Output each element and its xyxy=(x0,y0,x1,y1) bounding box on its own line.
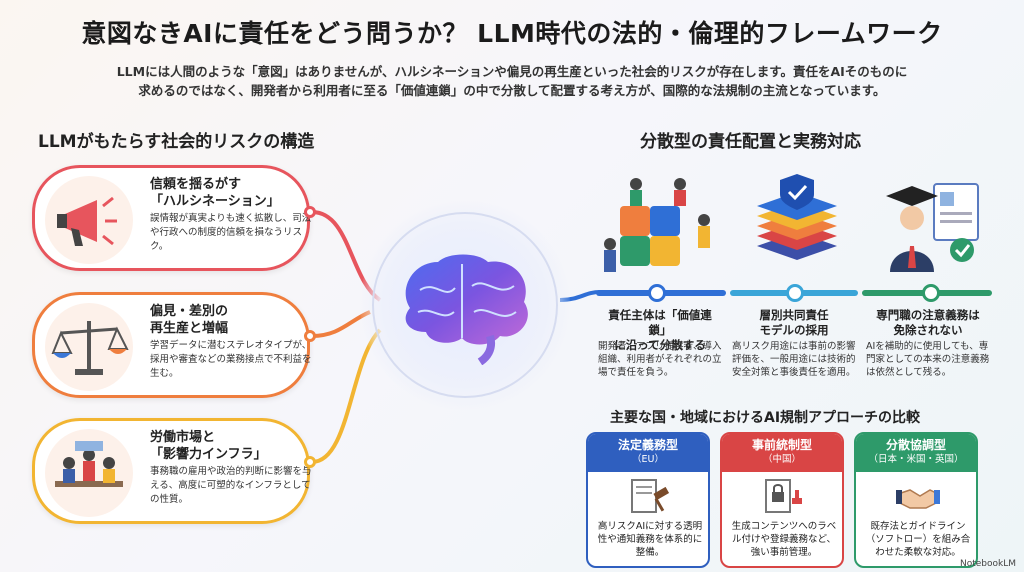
right-item-title: 専門職の注意義務は 免除されない xyxy=(876,308,980,337)
comparison-heading: 主要な国・地域におけるAI規制アプローチの比較 xyxy=(610,410,921,426)
region-description: 高リスクAIに対する透明性や通知義務を体系的に整備。 xyxy=(597,521,703,558)
region-card-header: 法定義務型 （EU） xyxy=(588,434,708,472)
region-card-eu: 法定義務型 （EU） 高リスクAIに対する透明性や通知義務を体系的に整備。 xyxy=(586,432,710,568)
risk-title: 偏見・差別の 再生産と増幅 xyxy=(150,304,229,336)
link-node-icon xyxy=(922,284,940,302)
right-item-description: AIを補助的に使用しても、専門家としての本来の注意義務は依然として残る。 xyxy=(866,341,990,378)
region-card-china: 事前統制型 （中国） 生成コンテンツへのラベル付けや登録義務など、強い事前管理。 xyxy=(720,432,844,568)
intro-line-1: LLMには人間のような「意図」はありませんが、ハルシネーションや偏見の再生産とい… xyxy=(116,64,908,79)
region-name: （EU） xyxy=(632,454,664,465)
risk-description: 事務職の雇用や政治的判断に影響を与える、高度に可塑的なインフラとしての性質。 xyxy=(150,466,312,505)
region-description: 既存法とガイドライン（ソフトロー）を組み合わせた柔軟な対応。 xyxy=(865,521,971,558)
link-node-icon xyxy=(648,284,666,302)
risk-description: 誤情報が真実よりも速く拡散し、司法や行政への制度的信頼を損なうリスク。 xyxy=(150,213,312,252)
right-item-description: 開発者、アプリ提供者、導入組織、利用者がそれぞれの立場で責任を負う。 xyxy=(598,341,722,378)
region-name: （日本・米国・英国） xyxy=(868,454,964,465)
stamp-lock-icon xyxy=(765,479,802,513)
connector-dot xyxy=(304,456,316,468)
intro-line-2: 求めるのではなく、開発者から利用者に至る「価値連鎖」の中で分散して配置する考え方… xyxy=(138,83,886,98)
right-item-description: 高リスク用途には事前の影響評価を、一般用途には技術的安全対策と事後責任を適用。 xyxy=(732,341,856,378)
handshake-icon xyxy=(896,489,940,509)
link-node-icon xyxy=(786,284,804,302)
credit-label: NotebookLM xyxy=(959,559,1016,569)
region-name: （中国） xyxy=(762,454,801,465)
page-title: 意図なきAIに責任をどう問うか？ LLM時代の法的・倫理的フレームワーク xyxy=(81,19,943,48)
region-card-japan-us-uk: 分散協調型 （日本・米国・英国） 既存法とガイドライン（ソフトロー）を組み合わせ… xyxy=(854,432,978,568)
region-approach-name: 法定義務型 xyxy=(617,438,678,452)
scales-icon xyxy=(45,303,133,391)
region-card-header: 事前統制型 （中国） xyxy=(722,434,842,472)
layered-shield-icon xyxy=(757,174,837,260)
region-card-header: 分散協調型 （日本・米国・英国） xyxy=(856,434,976,472)
brain-ring xyxy=(372,212,558,398)
left-section-heading: LLMがもたらす社会的リスクの構造 xyxy=(38,132,315,152)
right-item-title: 責任主体は「価値連鎖」 に沿って分散する xyxy=(608,308,712,352)
intro-text: LLMには人間のような「意図」はありませんが、ハルシネーションや偏見の再生産とい… xyxy=(60,62,964,100)
megaphone-icon xyxy=(45,176,133,264)
region-approach-name: 事前統制型 xyxy=(751,438,812,452)
brain-icon xyxy=(405,254,528,365)
region-description: 生成コンテンツへのラベル付けや登録義務など、強い事前管理。 xyxy=(731,521,837,558)
risk-card-hallucination: 信頼を揺るがす 「ハルシネーション」 誤情報が真実よりも速く拡散し、司法や行政へ… xyxy=(32,165,312,271)
connector-dot xyxy=(304,206,316,218)
gavel-document-icon xyxy=(631,479,670,513)
puzzle-team-icon xyxy=(604,178,710,272)
professional-icon xyxy=(886,183,979,272)
connector-dot xyxy=(304,330,316,342)
risk-title: 信頼を揺るがす 「ハルシネーション」 xyxy=(150,177,280,209)
right-item-title: 層別共同責任 モデルの採用 xyxy=(759,308,829,337)
region-approach-name: 分散協調型 xyxy=(885,438,946,452)
risk-description: 学習データに潜むステレオタイプが、採用や審査などの業務接点で不利益を生む。 xyxy=(150,340,312,379)
risk-title: 労働市場と 「影響力インフラ」 xyxy=(150,430,267,462)
right-section-heading: 分散型の責任配置と実務対応 xyxy=(640,132,861,152)
office-workers-icon xyxy=(45,429,133,517)
risk-card-labor: 労働市場と 「影響力インフラ」 事務職の雇用や政治的判断に影響を与える、高度に可… xyxy=(32,418,312,524)
risk-card-bias: 偏見・差別の 再生産と増幅 学習データに潜むステレオタイプが、採用や審査などの業… xyxy=(32,292,312,398)
